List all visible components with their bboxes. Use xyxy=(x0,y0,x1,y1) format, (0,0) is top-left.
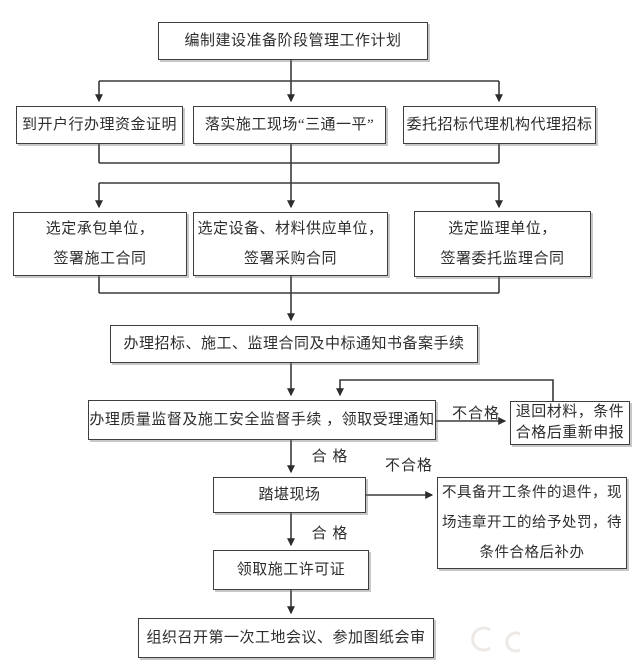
node-fund-certificate: 到开户行办理资金证明 xyxy=(16,106,183,144)
node-construction-permit: 领取施工许可证 xyxy=(213,550,369,590)
node-first-site-meeting: 组织召开第一次工地会议、参加图纸会审 xyxy=(138,618,434,658)
node-contract-filing: 办理招标、施工、监理合同及中标通知书备案手续 xyxy=(110,325,478,363)
node-supplier-selection: 选定设备、材料供应单位， 签署采购合同 xyxy=(193,212,388,276)
node-plan: 编制建设准备阶段管理工作计划 xyxy=(158,22,428,60)
node-site-preparation: 落实施工现场“三通一平” xyxy=(193,106,386,144)
edge-label-pass-supervision: 合 格 xyxy=(311,449,349,465)
edge-label-fail-survey: 不合格 xyxy=(384,458,433,474)
edge-label-fail-supervision: 不合格 xyxy=(451,406,500,422)
edge-label-pass-survey: 合 格 xyxy=(311,526,349,542)
node-penalty: 不具备开工条件的退件，现 场违章开工的给予处罚，待 条件合格后补办 xyxy=(437,477,627,569)
node-supervisor-selection: 选定监理单位， 签署委托监理合同 xyxy=(414,211,591,277)
node-quality-safety-supervision: 办理质量监督及施工安全监督手续 ，领取受理通知 xyxy=(88,400,436,440)
node-site-survey: 踏堪现场 xyxy=(213,477,366,513)
node-bidding-agency: 委托招标代理机构代理招标 xyxy=(403,106,596,144)
watermark xyxy=(471,626,521,653)
connector-return-feedback-loop xyxy=(336,379,554,401)
node-return-materials: 退回材料，条件 合格后重新申报 xyxy=(510,401,630,445)
node-contractor-selection: 选定承包单位， 签署施工合同 xyxy=(13,212,187,276)
